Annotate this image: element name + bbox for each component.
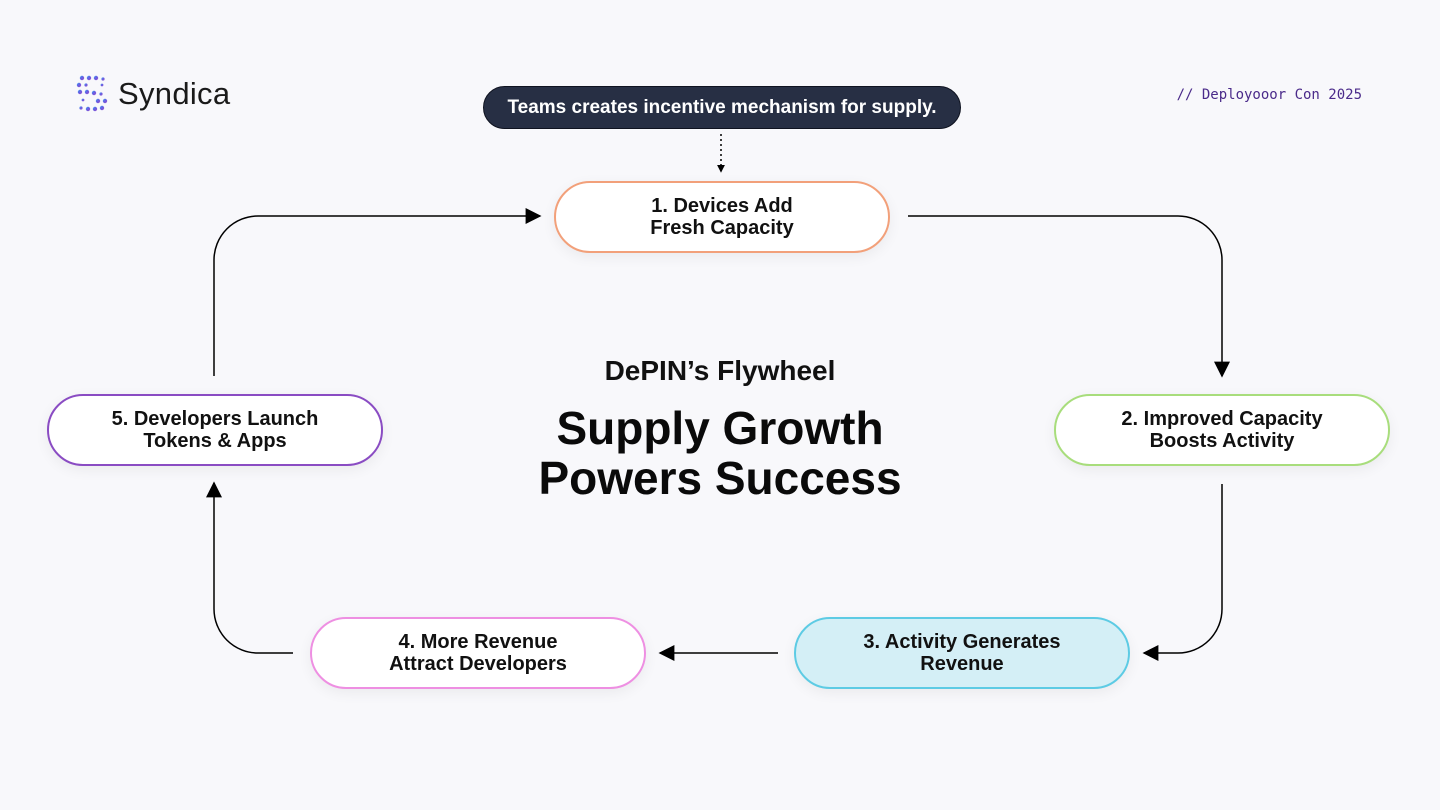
node-1-label: 1. Devices Add Fresh Capacity (650, 195, 794, 239)
node-2-label: 2. Improved Capacity Boosts Activity (1121, 408, 1323, 452)
connector-node-4-to-node-5 (206, 481, 293, 654)
connector-node-1-to-node-2 (908, 215, 1230, 378)
flywheel-node-5: 5. Developers Launch Tokens & Apps (47, 394, 383, 466)
flywheel-node-1: 1. Devices Add Fresh Capacity (554, 181, 890, 253)
supply-incentive-callout: Teams creates incentive mechanism for su… (483, 86, 961, 129)
diagram-subtitle: DePIN’s Flywheel (604, 355, 836, 386)
flywheel-node-3: 3. Activity Generates Revenue (794, 617, 1130, 689)
flywheel-node-4: 4. More Revenue Attract Developers (310, 617, 646, 689)
node-5-label: 5. Developers Launch Tokens & Apps (111, 408, 319, 452)
brand-logo: Syndica (76, 74, 230, 114)
brand-name: Syndica (118, 76, 231, 111)
diagram-headline: Supply Growth Powers Success (538, 402, 902, 504)
connector-node-5-to-node-1 (213, 208, 542, 376)
event-tag: // Deployooor Con 2025 (1176, 87, 1362, 103)
connector-node-2-to-node-3 (1142, 484, 1223, 661)
node-4-label: 4. More Revenue Attract Developers (389, 631, 567, 675)
syndica-logo-icon (76, 75, 108, 112)
flywheel-node-2: 2. Improved Capacity Boosts Activity (1054, 394, 1390, 466)
node-3-label: 3. Activity Generates Revenue (863, 631, 1061, 675)
